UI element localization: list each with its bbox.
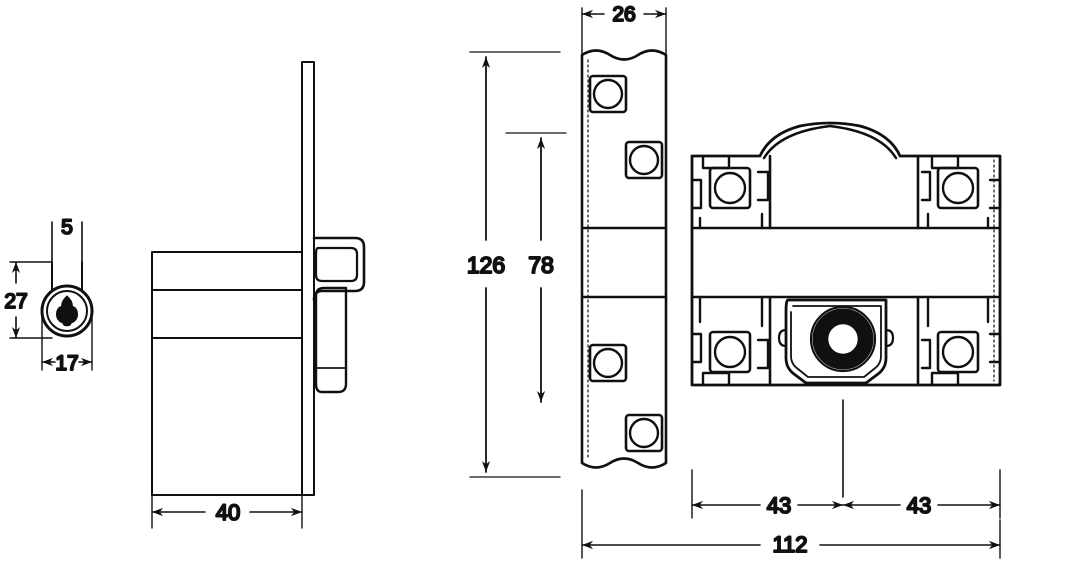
dim-26: 26 <box>581 2 667 56</box>
cylinder-housing-lug-right <box>884 328 895 348</box>
lock-body-arch <box>762 124 898 160</box>
side-mounting-plate <box>301 61 315 496</box>
dim-40: 40 <box>151 469 303 529</box>
lock-body-outline <box>690 121 1002 387</box>
view-front: 26 126 78 <box>466 2 1002 559</box>
dim-17-text: 17 <box>55 352 78 375</box>
key-cylinder-bore <box>826 322 860 356</box>
dim-78-text: 78 <box>528 252 554 278</box>
strike-plate-screw-hole-2 <box>624 140 664 180</box>
keyway-shape <box>56 295 78 327</box>
dim-43-right-text: 43 <box>907 493 931 518</box>
mounting-pad-upper-right <box>920 154 1002 230</box>
dim-126: 126 <box>466 51 561 478</box>
dim-27-text: 27 <box>4 290 27 313</box>
escutcheon-neck <box>51 261 83 291</box>
cylinder-housing-inner <box>790 305 882 378</box>
dim-17: 17 <box>41 310 93 376</box>
key-cylinder-black-ring <box>812 308 874 370</box>
dim-43-left-text: 43 <box>767 493 791 518</box>
side-body-block <box>151 251 303 496</box>
dim-43-right: 43 <box>842 469 1001 519</box>
strike-plate-screw-hole-3 <box>588 343 628 383</box>
view-keyhole: 5 27 <box>3 215 94 376</box>
dim-43-left: 43 <box>691 469 844 519</box>
dim-126-text: 126 <box>467 252 505 278</box>
mounting-pad-lower-left <box>690 295 770 387</box>
escutcheon-inner-circle <box>46 290 88 332</box>
cylinder-housing-lug-left <box>777 328 788 348</box>
dim-26-text: 26 <box>612 3 635 26</box>
dim-40-text: 40 <box>216 500 240 525</box>
cylinder-housing-outline <box>784 298 888 385</box>
mounting-pad-upper-left <box>690 154 770 230</box>
view-side: 40 <box>151 61 366 529</box>
mounting-pad-lower-right <box>920 295 1002 387</box>
side-hook-inner <box>314 246 359 283</box>
dim-5-text: 5 <box>61 216 73 239</box>
dim-5-extension-lines <box>51 221 83 263</box>
strike-plate-screw-hole-4 <box>624 413 664 453</box>
dim-112-text: 112 <box>772 532 807 557</box>
side-bolt-tongue <box>314 286 348 394</box>
dim-112: 112 <box>581 489 1001 559</box>
strike-plate-outline <box>580 49 668 469</box>
dim-78: 78 <box>505 132 567 403</box>
strike-plate-screw-hole-1 <box>588 74 628 114</box>
key-cylinder-outer-ring <box>809 305 877 373</box>
dim-27: 27 <box>3 261 53 339</box>
